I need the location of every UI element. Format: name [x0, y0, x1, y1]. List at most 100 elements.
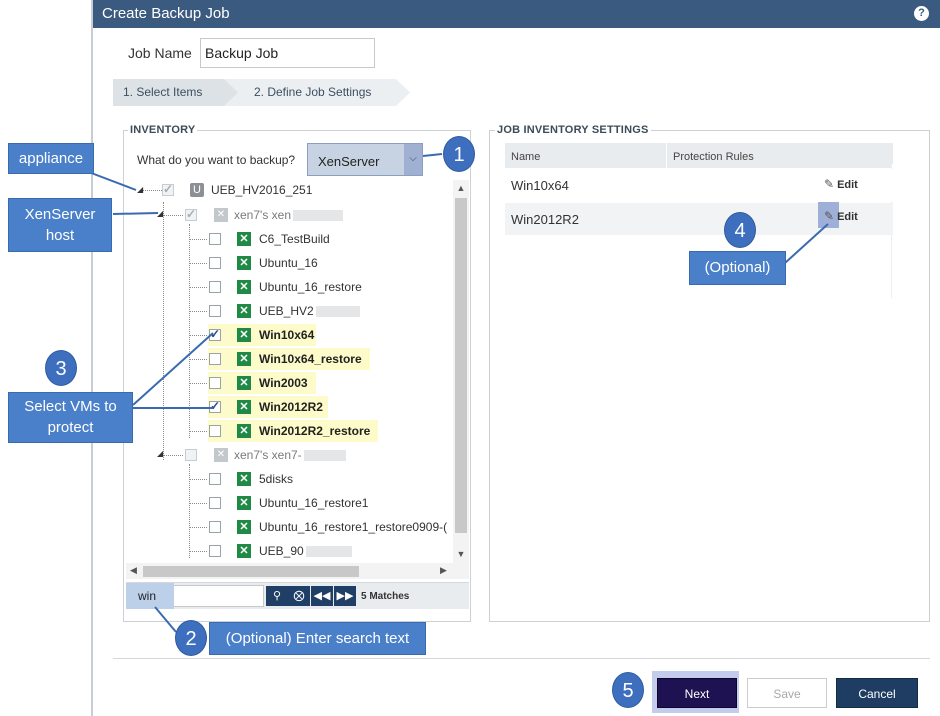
callout-search-text: (Optional) Enter search text — [209, 622, 426, 655]
vm-checkbox[interactable] — [209, 545, 221, 557]
tree-node-label: Win2012R2 — [259, 400, 323, 414]
vm-checkbox[interactable] — [209, 327, 221, 341]
scroll-right-icon[interactable]: ▶ — [440, 565, 447, 575]
scroll-left-icon[interactable]: ◀ — [130, 565, 137, 575]
edit-button[interactable]: ✎Edit — [824, 177, 858, 191]
row-name: Win10x64 — [511, 178, 569, 193]
tree-node-label: Win2003 — [259, 376, 308, 390]
vm-icon: ✕ — [237, 328, 251, 342]
job-inventory-settings-panel — [489, 130, 930, 622]
vm-icon: ✕ — [237, 376, 251, 390]
tree-node-label: Win10x64 — [259, 328, 315, 342]
column-name: Name — [511, 151, 541, 163]
backup-type-question: What do you want to backup? — [137, 153, 296, 167]
vm-checkbox[interactable] — [209, 425, 221, 437]
vm-icon: ✕ — [237, 280, 251, 294]
cancel-button[interactable]: Cancel — [836, 678, 918, 708]
tree-node-label: UEB_HV2 — [259, 304, 360, 318]
step-select-items[interactable]: 1. Select Items — [113, 79, 239, 106]
next-button[interactable]: Next — [657, 678, 737, 708]
pencil-icon: ✎ — [824, 177, 835, 191]
scroll-down-icon[interactable]: ▼ — [456, 549, 466, 559]
edit-button[interactable]: ✎Edit — [824, 209, 858, 223]
vm-checkbox[interactable] — [209, 377, 221, 389]
edit-highlight — [818, 202, 839, 228]
callout-optional: (Optional) — [689, 251, 786, 285]
callout-appliance: appliance — [8, 143, 94, 174]
vm-icon: ✕ — [237, 520, 251, 534]
host-checkbox[interactable] — [185, 207, 197, 221]
row-name: Win2012R2 — [511, 212, 579, 227]
vm-icon: ✕ — [237, 232, 251, 246]
xenserver-host-icon: ✕ — [214, 208, 228, 222]
step-define-job-settings[interactable]: 2. Define Job Settings — [224, 79, 410, 106]
next-match-icon[interactable]: ▶▶ — [334, 586, 356, 606]
tree-node-label: UEB_HV2016_251 — [211, 183, 313, 197]
vm-icon: ✕ — [237, 304, 251, 318]
save-button[interactable]: Save — [747, 678, 827, 708]
job-name-input[interactable] — [200, 38, 375, 68]
dialog-title-bar: Create Backup Job ? — [93, 0, 940, 28]
tree-node-label: UEB_90 — [259, 544, 352, 558]
job-inventory-settings-legend: JOB INVENTORY SETTINGS — [495, 124, 651, 136]
tree-node-label: Win2012R2_restore — [259, 424, 371, 438]
table-scroll-area — [892, 164, 912, 298]
left-border — [91, 0, 93, 716]
vm-icon: ✕ — [237, 352, 251, 366]
vm-icon: ✕ — [237, 256, 251, 270]
xenserver-host-icon: ✕ — [214, 448, 228, 462]
vm-checkbox[interactable] — [209, 281, 221, 293]
scroll-up-icon[interactable]: ▲ — [456, 183, 466, 193]
host-checkbox[interactable] — [185, 449, 197, 461]
chevron-down-icon[interactable]: ⌵ — [404, 144, 422, 175]
scrollbar-thumb[interactable] — [143, 566, 359, 577]
vm-icon: ✕ — [237, 424, 251, 438]
step-badge-5: 5 — [612, 672, 644, 708]
backup-type-select[interactable]: XenServer ⌵ — [307, 143, 423, 176]
vm-checkbox[interactable] — [209, 353, 221, 365]
tree-node-label: Ubuntu_16_restore — [259, 280, 362, 294]
appliance-icon: U — [190, 183, 204, 197]
dialog-title: Create Backup Job — [102, 5, 230, 22]
vm-icon: ✕ — [237, 472, 251, 486]
scrollbar-thumb[interactable] — [455, 198, 467, 533]
vm-checkbox[interactable] — [209, 233, 221, 245]
vm-icon: ✕ — [237, 496, 251, 510]
tree-node-label: xen7's xen7- — [234, 448, 346, 462]
backup-type-value: XenServer — [318, 154, 380, 169]
step-badge-4: 4 — [724, 212, 756, 248]
column-protection-rules: Protection Rules — [673, 151, 754, 163]
tree-node-label: Ubuntu_16 — [259, 256, 318, 270]
tree-node-label: C6_TestBuild — [259, 232, 330, 246]
help-icon[interactable]: ? — [914, 6, 929, 21]
step-badge-1: 1 — [443, 136, 475, 172]
tree-node-label: xen7's xen — [234, 208, 343, 222]
settings-row[interactable]: Win10x64 — [505, 169, 893, 201]
vm-checkbox[interactable] — [209, 305, 221, 317]
appliance-checkbox[interactable] — [162, 182, 174, 196]
tree-node-label: Ubuntu_16_restore1_restore0909-( — [259, 520, 448, 534]
clear-search-icon[interactable]: ⨂ — [288, 586, 310, 606]
tree-node-label: Ubuntu_16_restore1 — [259, 496, 369, 510]
tree-horizontal-scrollbar[interactable]: ◀ ▶ — [126, 563, 469, 579]
match-count: 5 Matches — [361, 591, 410, 602]
job-name-label: Job Name — [128, 45, 192, 61]
previous-match-icon[interactable]: ◀◀ — [311, 586, 333, 606]
step-badge-2: 2 — [175, 620, 207, 656]
inventory-tree: ◢ U UEB_HV2016_251 ◢ ✕ xen7's xen ✕ C6_T… — [134, 178, 469, 565]
vm-checkbox[interactable] — [209, 473, 221, 485]
tree-node-label: 5disks — [259, 472, 294, 486]
step-badge-3: 3 — [45, 350, 77, 386]
vm-checkbox[interactable] — [209, 497, 221, 509]
vm-checkbox[interactable] — [209, 399, 221, 413]
tree-vertical-scrollbar[interactable]: ▲ ▼ — [453, 180, 469, 564]
footer-divider — [113, 658, 930, 659]
vm-checkbox[interactable] — [209, 257, 221, 269]
search-icon[interactable]: ⚲ — [266, 586, 288, 606]
search-highlight — [126, 583, 174, 609]
inventory-legend: INVENTORY — [128, 124, 198, 136]
vm-checkbox[interactable] — [209, 521, 221, 533]
settings-table-header: Name Protection Rules — [505, 143, 893, 168]
